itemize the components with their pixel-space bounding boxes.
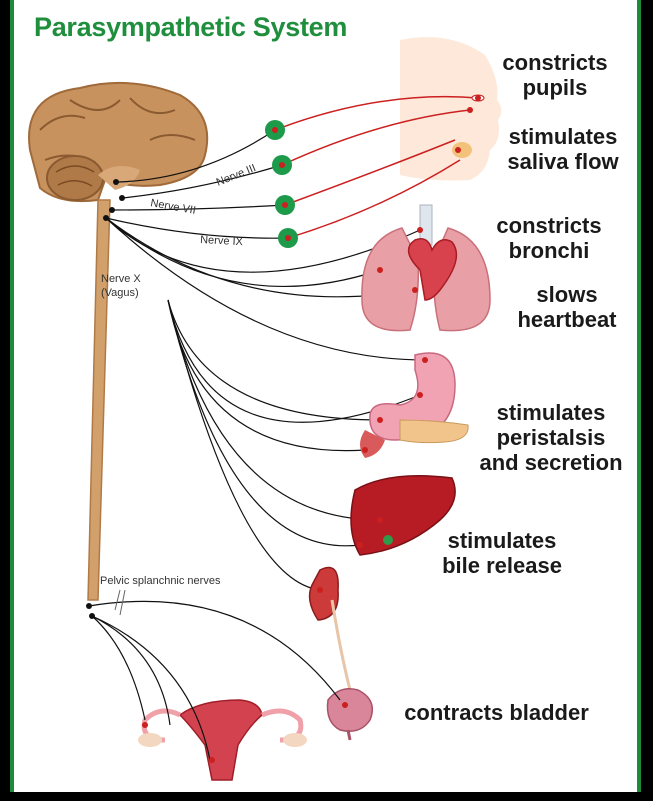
effect-bile: stimulates bile release	[422, 528, 582, 578]
effect-bronchi: constricts bronchi	[484, 213, 614, 263]
gallbladder	[383, 535, 393, 545]
pelvic-nerves-label: Pelvic splanchnic nerves	[100, 575, 220, 587]
nerve-iii-label: Nerve III	[215, 162, 258, 189]
effect-heart: slows heartbeat	[502, 282, 632, 332]
border-right	[637, 0, 641, 792]
effect-pupils: constricts pupils	[490, 50, 620, 100]
spinal-cord	[88, 200, 110, 600]
face-profile	[400, 37, 501, 180]
diagram-canvas: Nerve III Nerve VII Nerve IX	[14, 0, 637, 792]
effect-peristalsis: stimulates peristalsis and secretion	[466, 400, 636, 475]
nerve-vii-label: Nerve VII	[149, 197, 196, 217]
ganglia	[265, 120, 298, 248]
bladder	[328, 689, 373, 732]
nerve-ix-label: Nerve IX	[200, 234, 244, 248]
effect-bladder: contracts bladder	[384, 700, 609, 725]
nerve-x-label: Nerve X (Vagus)	[101, 272, 141, 300]
diagram-frame: Parasympathetic System	[14, 0, 637, 792]
stomach-pancreas	[360, 353, 468, 458]
uterus	[138, 700, 307, 780]
ureter	[332, 600, 350, 690]
effect-saliva: stimulates saliva flow	[498, 124, 628, 174]
